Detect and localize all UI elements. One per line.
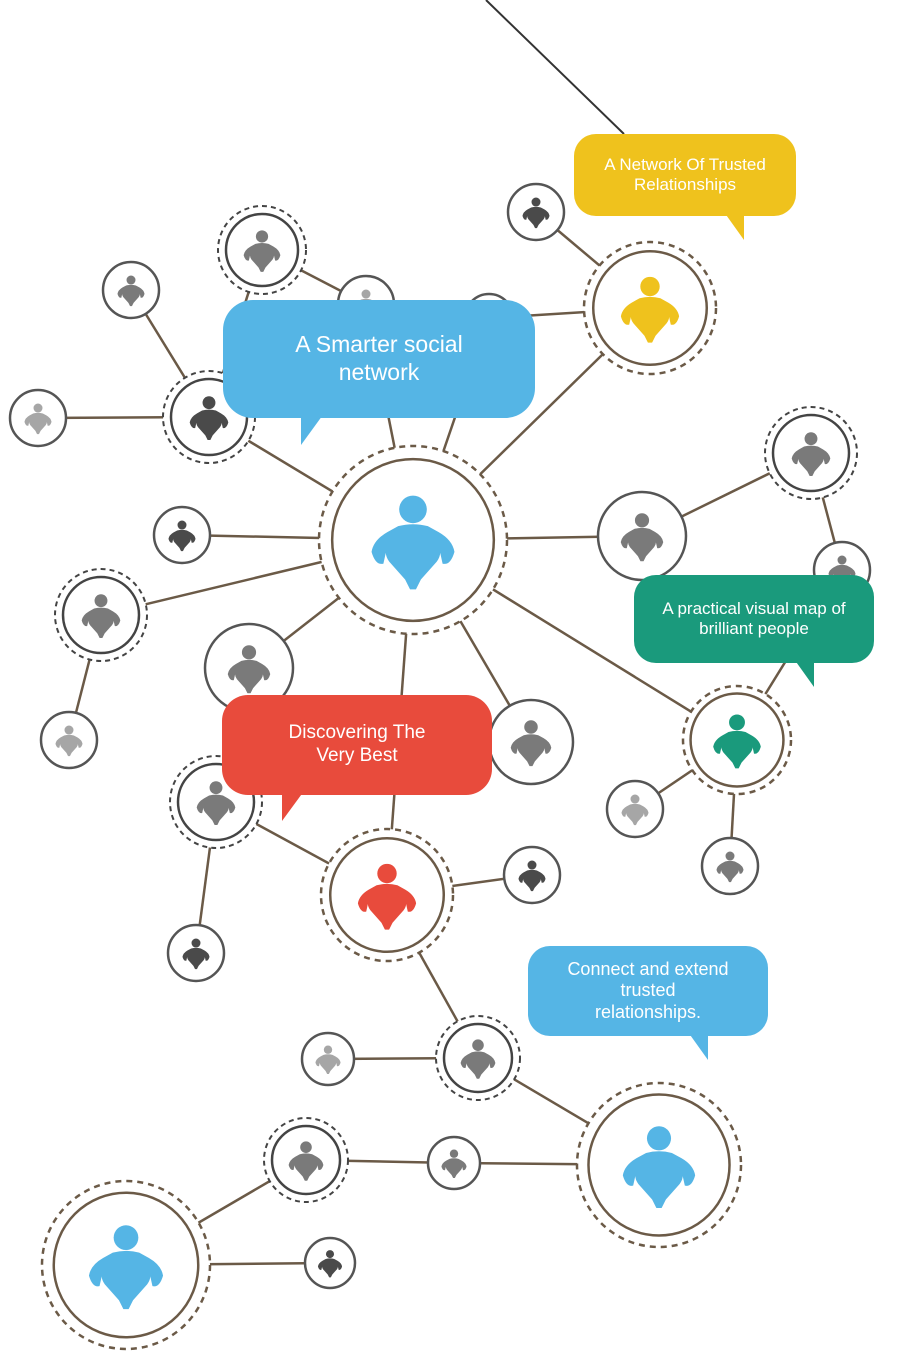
connection-line <box>485 0 625 135</box>
person-node <box>54 568 148 662</box>
person-node <box>166 923 226 983</box>
person-node-red <box>319 827 455 963</box>
person-node <box>300 1031 356 1087</box>
person-node <box>101 260 161 320</box>
person-node <box>605 779 665 839</box>
person-node <box>764 406 858 500</box>
person-node <box>263 1117 349 1203</box>
callout-text: A practical visual map of brilliant peop… <box>662 598 846 638</box>
person-node <box>506 182 566 242</box>
person-node-blue <box>40 1179 212 1351</box>
person-node <box>303 1236 357 1290</box>
callout-text: Discovering The Very Best <box>288 722 426 766</box>
person-node-yellow <box>582 240 718 376</box>
callout-tail <box>724 212 744 240</box>
person-node <box>152 505 212 565</box>
person-node-teal <box>681 684 793 796</box>
person-node <box>435 1015 521 1101</box>
person-node <box>8 388 68 448</box>
callout-text: A Smarter social network <box>295 331 463 385</box>
person-nodes <box>8 182 872 1351</box>
callout-tail <box>301 412 325 445</box>
callout-discovering-the-very-best: Discovering The Very Best <box>222 695 492 821</box>
callout-tail <box>794 659 814 687</box>
callout-network-of-trusted-relationships: A Network Of Trusted Relationships <box>574 134 796 240</box>
callout-connect-and-extend: Connect and extend trusted relationships… <box>528 946 768 1060</box>
person-node <box>596 490 688 582</box>
person-node <box>217 205 307 295</box>
person-node <box>487 698 575 786</box>
callout-smarter-social-network: A Smarter social network <box>223 300 535 445</box>
callout-text: Connect and extend trusted relationships… <box>567 958 729 1022</box>
callout-tail <box>282 791 304 821</box>
callout-practical-visual-map: A practical visual map of brilliant peop… <box>634 575 874 687</box>
callout-text: A Network Of Trusted Relationships <box>604 154 766 194</box>
person-node-blue <box>575 1081 743 1249</box>
person-node <box>426 1135 482 1191</box>
person-node <box>502 845 562 905</box>
person-node-blue <box>317 444 509 636</box>
person-node <box>39 710 99 770</box>
person-node <box>700 836 760 896</box>
callout-tail <box>688 1032 708 1060</box>
